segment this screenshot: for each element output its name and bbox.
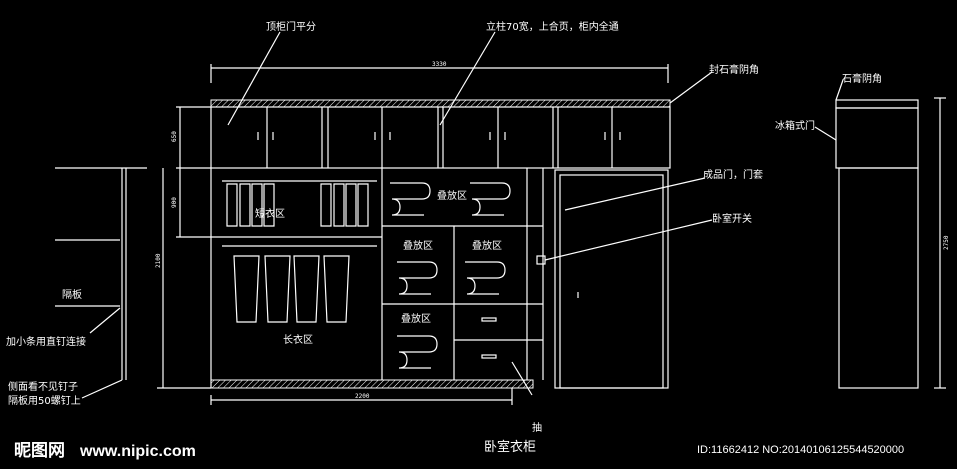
- bedroom-door: [554, 169, 669, 389]
- top-gypsum-band: [210, 99, 671, 108]
- zone-long: 长衣区: [283, 333, 313, 346]
- side-section-detail: [55, 167, 147, 399]
- svg-text:3330: 3330: [432, 61, 447, 68]
- dim-top-height: 650: [171, 131, 178, 142]
- zone-stack: 叠放区: [401, 312, 431, 325]
- dim-lower-width: 2200: [355, 393, 370, 400]
- side-elevation: [835, 97, 946, 389]
- image-id: ID:11662412 NO:20140106125544520000: [697, 444, 904, 456]
- label-gypsum-corner: 封石膏阴角: [709, 63, 759, 76]
- zone-stack: 叠放区: [472, 239, 502, 252]
- zone-stack: 叠放区: [403, 239, 433, 252]
- upper-cabinets: [210, 106, 671, 169]
- zone-short: 短衣区: [255, 207, 285, 220]
- dimension-total-width: 3330: [210, 61, 669, 83]
- dim-hang-height: 900: [171, 197, 178, 208]
- dim-side-height: 2750: [943, 235, 950, 250]
- folded-clothes: [390, 182, 511, 369]
- label-top-doors: 顶柜门平分: [266, 20, 316, 33]
- label-side-gypsum: 石膏阴角: [842, 72, 882, 85]
- label-side-nail-2: 隔板用50螺钉上: [8, 394, 81, 407]
- label-strip-nail: 加小条用直钉连接: [6, 335, 86, 348]
- label-finished-door: 成品门，门套: [703, 168, 763, 181]
- bottom-band: [210, 379, 534, 389]
- label-switch: 卧室开关: [712, 212, 752, 225]
- drawing-title: 卧室衣柜: [484, 439, 536, 455]
- zone-stack: 叠放区: [437, 189, 467, 202]
- short-garments: [226, 183, 369, 227]
- dim-lower-height: 2100: [155, 253, 162, 268]
- label-side-nail-1: 侧面看不见钉子: [8, 380, 78, 393]
- label-shelf: 隔板: [62, 288, 82, 301]
- label-post: 立柱70宽，上合页，柜内全通: [486, 20, 619, 33]
- vertical-dimensions: [157, 106, 513, 405]
- label-fridge-door: 冰箱式门: [775, 119, 815, 132]
- watermark-logo: 昵图网: [14, 441, 65, 460]
- label-drawer: 抽: [532, 421, 542, 434]
- long-garments: [233, 255, 350, 323]
- leader-lines: [227, 31, 844, 396]
- watermark-url: www.nipic.com: [79, 443, 196, 460]
- lower-cabinet: [210, 168, 546, 388]
